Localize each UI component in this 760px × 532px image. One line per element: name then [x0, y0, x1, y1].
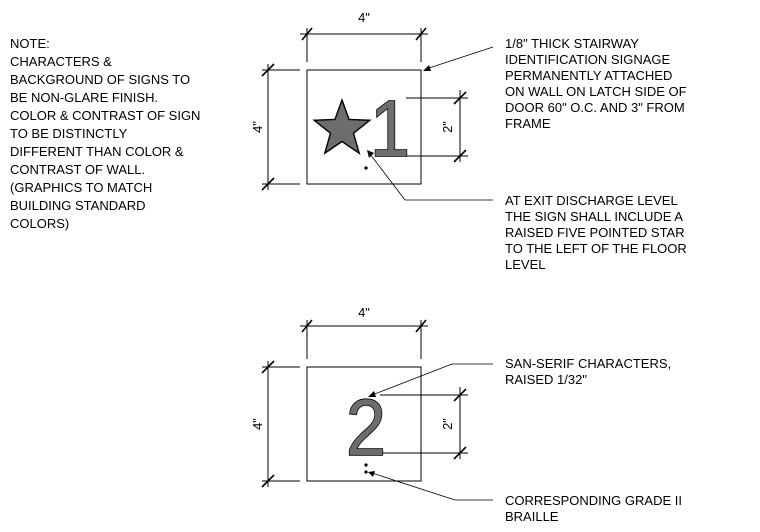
callout-line: TO THE LEFT OF THE FLOOR	[505, 241, 687, 256]
callout-line: ON WALL ON LATCH SIDE OF	[505, 84, 687, 99]
note-line: DIFFERENT THAN COLOR &	[10, 144, 184, 159]
sign-1-width-dimension: 4"	[300, 10, 428, 62]
note-line: BUILDING STANDARD	[10, 198, 146, 213]
sign-2-char-height-dimension: 2"	[380, 387, 468, 460]
sign-2-panel	[306, 366, 422, 482]
callout-line: THE SIGN SHALL INCLUDE A	[505, 209, 683, 224]
note-line: CONTRAST OF WALL.	[10, 162, 145, 177]
sign-2-char-height-label: 2"	[440, 418, 455, 430]
sign-2-callout-braille: CORRESPONDING GRADE II BRAILLE	[505, 493, 686, 524]
sign-2-width-dimension: 4"	[300, 305, 428, 359]
callout-line: RAISED FIVE POINTED STAR	[505, 225, 685, 240]
note-line: CHARACTERS &	[10, 54, 112, 69]
callout-line: CORRESPONDING GRADE II	[505, 493, 682, 508]
sign-1-detail: 4" 4" 2" 1	[250, 10, 690, 272]
sign-2-height-label: 4"	[250, 418, 265, 430]
note-line: NOTE:	[10, 36, 50, 51]
sign-2-width-label: 4"	[358, 305, 370, 320]
sign-2-braille-dot	[364, 463, 368, 467]
callout-line: AT EXIT DISCHARGE LEVEL	[505, 193, 677, 208]
callout-line: PERMANENTLY ATTACHED	[505, 68, 672, 83]
note-line: COLORS)	[10, 216, 69, 231]
callout-line: BRAILLE	[505, 509, 559, 524]
callout-line: IDENTIFICATION SIGNAGE	[505, 52, 670, 67]
sign-1-braille-dot	[364, 166, 368, 170]
sign-1-char-height-dimension: 2"	[406, 90, 468, 163]
sign-1-callout-mounting: 1/8" THICK STAIRWAY IDENTIFICATION SIGNA…	[505, 36, 690, 131]
sign-1-height-label: 4"	[250, 121, 265, 133]
sign-1-leaders	[367, 46, 494, 201]
sign-2-detail: 4" 4" 2" 2	[250, 305, 686, 524]
sign-2-callout-characters: SAN-SERIF CHARACTERS, RAISED 1/32"	[505, 356, 675, 387]
sign-1-panel	[306, 69, 422, 185]
note-line: COLOR & CONTRAST OF SIGN	[10, 108, 200, 123]
star-icon	[312, 97, 372, 155]
note-line: TO BE DISTINCTLY	[10, 126, 128, 141]
note-line: BE NON-GLARE FINISH.	[10, 90, 158, 105]
callout-line: SAN-SERIF CHARACTERS,	[505, 356, 671, 371]
sign-1-char-height-label: 2"	[440, 121, 455, 133]
callout-line: LEVEL	[505, 257, 545, 272]
sign-1-height-dimension: 4"	[250, 63, 300, 191]
general-note: NOTE: CHARACTERS & BACKGROUND OF SIGNS T…	[10, 36, 204, 231]
sign-2-leaders	[368, 363, 493, 501]
note-line: BACKGROUND OF SIGNS TO	[10, 72, 190, 87]
callout-line: 1/8" THICK STAIRWAY	[505, 36, 639, 51]
sign-1-character: 1	[370, 84, 410, 173]
sign-1-callout-star: AT EXIT DISCHARGE LEVEL THE SIGN SHALL I…	[505, 193, 690, 272]
sign-2-braille-dot	[364, 470, 368, 474]
callout-line: DOOR 60" O.C. AND 3" FROM	[505, 100, 685, 115]
sign-1-width-label: 4"	[358, 10, 370, 25]
sign-2-character: 2	[346, 383, 386, 472]
note-line: (GRAPHICS TO MATCH	[10, 180, 152, 195]
callout-line: FRAME	[505, 116, 551, 131]
callout-line: RAISED 1/32"	[505, 372, 587, 387]
sign-2-height-dimension: 4"	[250, 360, 300, 488]
